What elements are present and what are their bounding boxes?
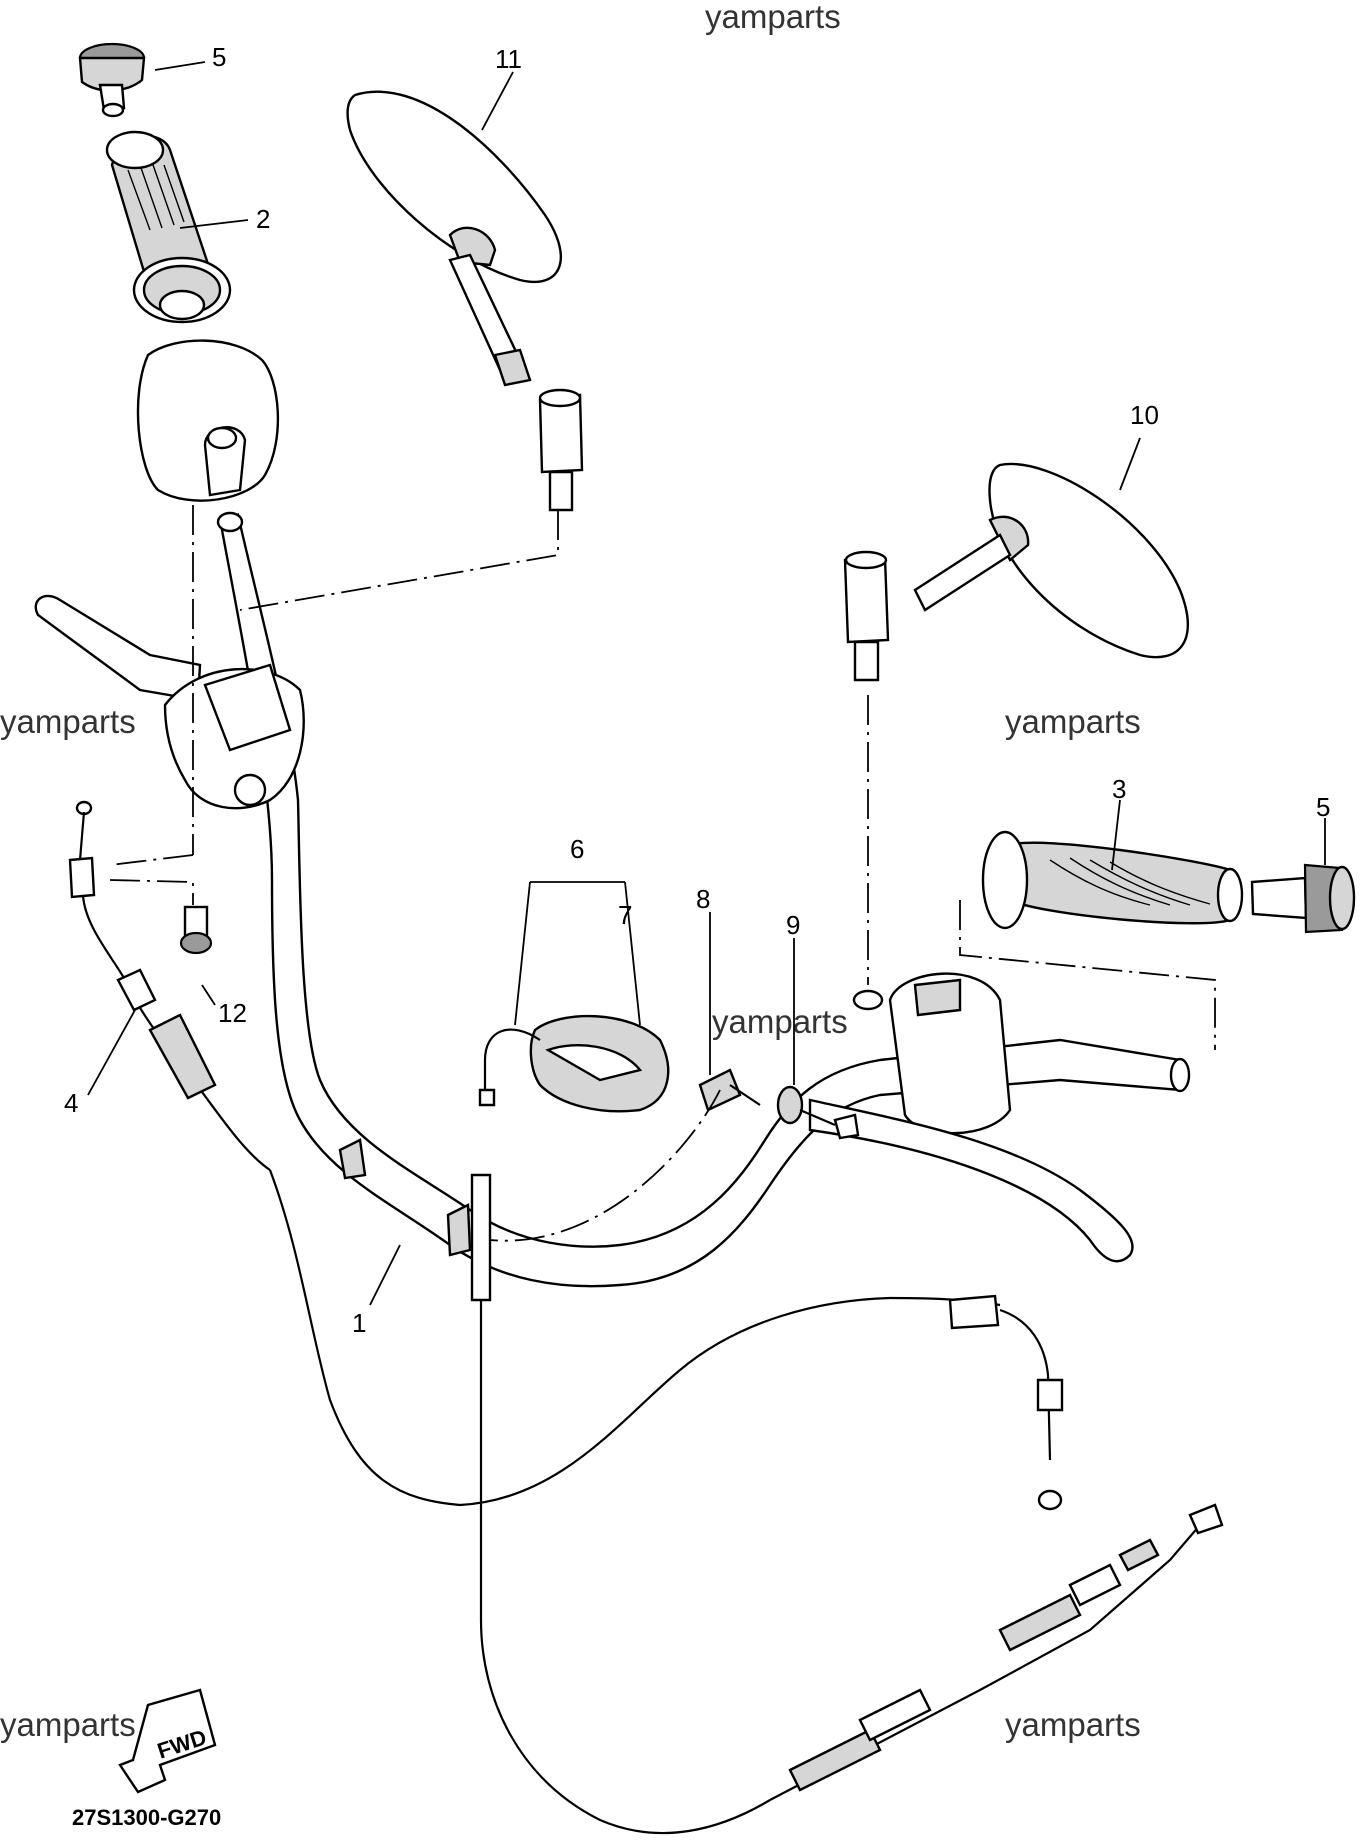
watermark: yamparts [705,0,841,35]
bar-end-left [78,42,146,118]
callout-6: 6 [570,834,584,864]
left-grip [105,130,232,324]
callout-5: 5 [212,42,226,72]
callout-8: 8 [696,884,710,914]
assembly-guide-lines [109,505,1216,1242]
callout-12: 12 [218,998,247,1028]
clutch-cable [68,800,1064,1511]
diagram-code: 27S1300-G270 [72,1805,221,1830]
watermark: yamparts [1005,703,1141,740]
callout-4: 4 [64,1088,78,1118]
right-switch-housing [852,972,1012,1135]
mirror-right [843,462,1190,682]
callout-7: 7 [618,900,632,930]
callout-3: 3 [1112,774,1126,804]
right-lever [808,1098,1134,1263]
watermark: yamparts [0,1706,136,1743]
callout-5: 5 [1316,792,1330,822]
left-switch-housing [136,339,280,502]
throttle-cable [470,1173,1224,1835]
callout-10: 10 [1130,400,1159,430]
watermark: yamparts [0,703,136,740]
watermark: yamparts [712,1003,848,1040]
watermark: yamparts [1005,1706,1141,1743]
callout-leaders [87,61,1326,1306]
throttle-grip [981,830,1244,930]
throttle-housing [478,1014,670,1113]
handlebar [216,511,1191,1288]
left-lever-assembly [34,594,305,810]
bar-end-right [1250,863,1356,934]
callout-9: 9 [786,910,800,940]
callout-1: 1 [352,1308,366,1338]
callout-11: 11 [495,44,522,74]
screw [179,905,213,955]
mirror-left [346,90,584,512]
callout-2: 2 [256,204,270,234]
